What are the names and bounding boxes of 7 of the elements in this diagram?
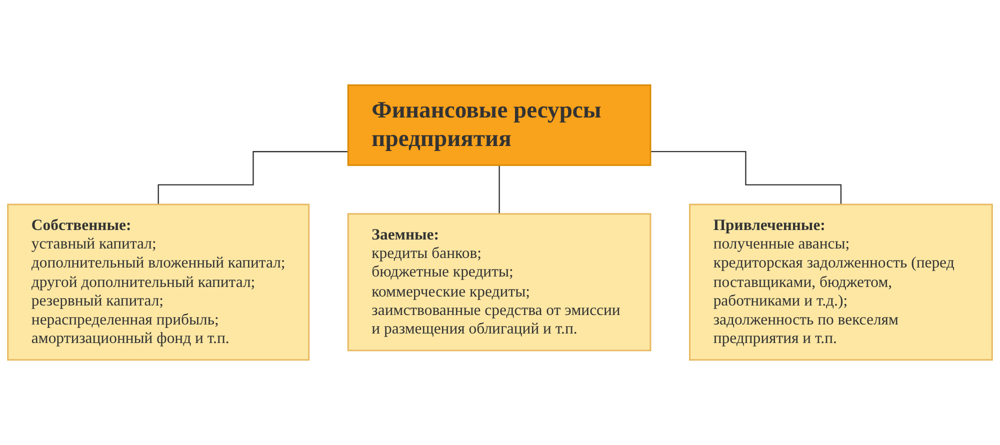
node-box: Финансовые ресурсы предприятия	[347, 84, 652, 166]
connector	[650, 150, 842, 206]
node-box: Заемные: кредиты банков; бюджетные кредиты; коммерческие кредиты; заимствованные средства от эмиссии и размещения облигаций и т.п.	[347, 213, 652, 352]
connector	[158, 151, 348, 206]
node-box: Привлеченные: полученные авансы; кредиторская задолженность (перед поставщиками, бюджетом, работниками и т.д.); задолженность по векселям предприятия и т.п.	[689, 204, 993, 361]
node-box: Собственные: уставный капитал; дополнительный вложенный капитал; другой дополнительный капитал; резервный капитал; нераспределенная прибыль; амортизационный фонд и т.п.	[7, 204, 310, 361]
connector	[498, 164, 500, 214]
